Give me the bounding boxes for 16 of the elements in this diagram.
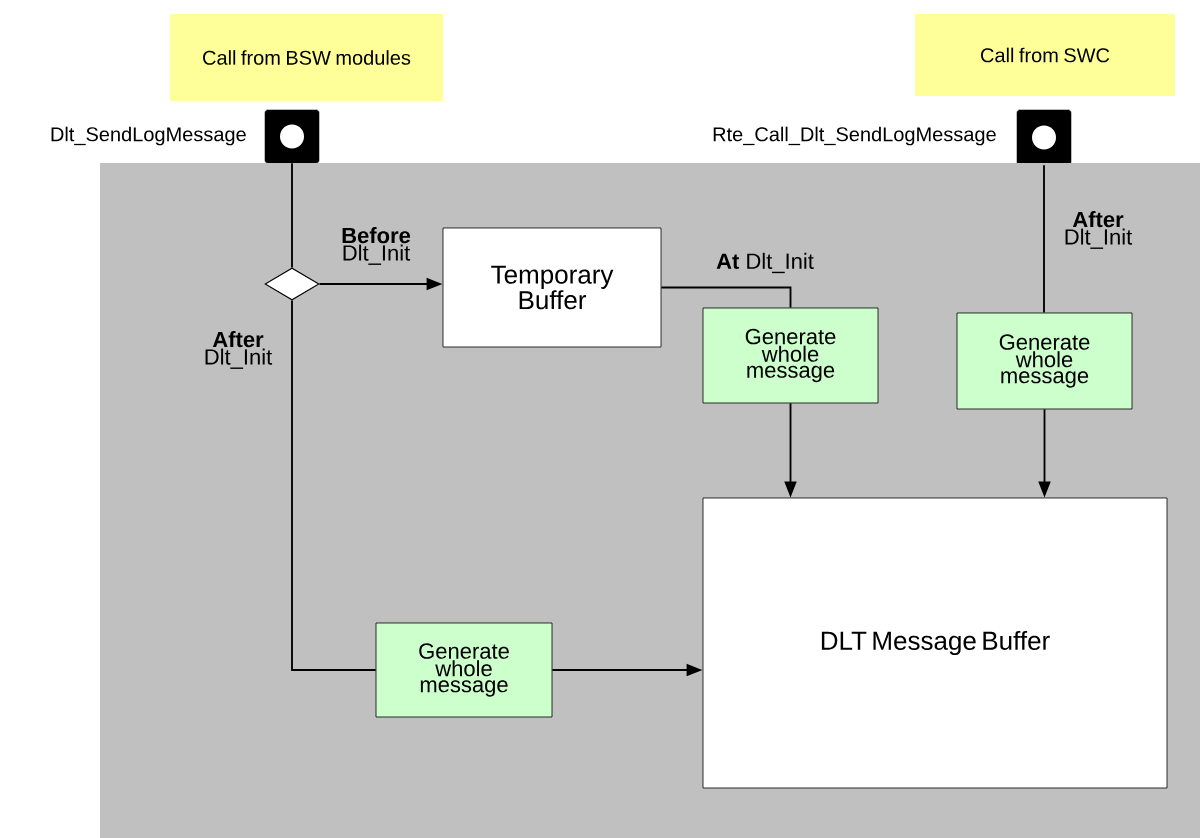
edge-label: After Dlt_Init (205, 331, 273, 369)
decision-diamond (264, 267, 320, 301)
port-label: Rte_Call_Dlt_SendLogMessage (713, 126, 996, 146)
edge-label: After Dlt_Init (1065, 211, 1133, 249)
process-box: Generate whole message (956, 312, 1133, 410)
process-box: Generate whole message (375, 622, 553, 718)
port-label: Dlt_SendLogMessage (51, 126, 246, 146)
port-symbol (264, 109, 320, 164)
edge-label: At Dlt_Init (716, 252, 814, 274)
edge-label: Before Dlt_Init (342, 227, 411, 265)
process-box: Generate whole message (702, 307, 879, 404)
buffer-box: DLT Message Buffer (702, 497, 1168, 789)
port-symbol (1016, 109, 1072, 166)
buffer-box: Temporary Buffer (442, 227, 662, 348)
callout-box: Call from BSW modules (170, 14, 443, 101)
callout-box: Call from SWC (915, 14, 1175, 96)
